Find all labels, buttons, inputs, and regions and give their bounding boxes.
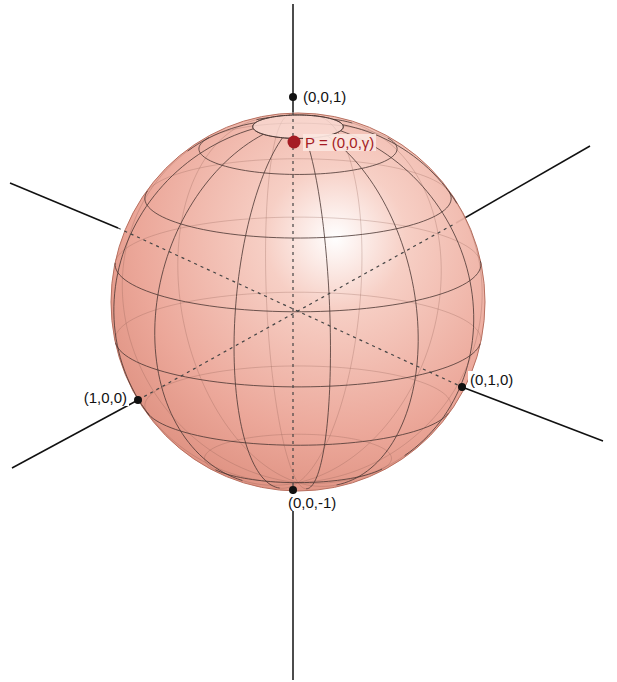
axis-lines xyxy=(10,4,603,680)
point-label: (1,0,0) xyxy=(82,389,129,406)
grid-line-back xyxy=(298,483,306,489)
grid-line xyxy=(341,131,474,456)
point-dot xyxy=(458,383,466,391)
grid-line-back xyxy=(148,159,449,192)
grid-line-back xyxy=(298,483,336,487)
point-p-dot xyxy=(288,136,301,149)
grid-line-back xyxy=(145,366,451,413)
y-axis xyxy=(462,387,603,441)
point-dot xyxy=(289,486,297,494)
point-dot xyxy=(289,93,297,101)
hidden-axes xyxy=(118,112,462,490)
x-axis xyxy=(456,146,590,223)
x-axis-hidden xyxy=(138,223,456,400)
grid-line-back xyxy=(298,116,362,483)
points xyxy=(134,93,466,494)
grid-line xyxy=(114,129,254,415)
point-label: (0,0,-1) xyxy=(286,494,338,511)
grid-line-back xyxy=(116,217,481,261)
grid-line xyxy=(147,412,448,445)
grid-line-back xyxy=(122,147,298,482)
z-axis-hidden xyxy=(292,112,293,490)
point-label: (0,0,1) xyxy=(301,88,348,105)
sphere-grid xyxy=(114,115,482,489)
grid-line-back xyxy=(178,119,298,483)
y-axis xyxy=(10,183,118,228)
grid-line xyxy=(145,191,451,238)
grid-line xyxy=(234,138,282,488)
grid-line xyxy=(188,123,256,151)
sphere xyxy=(111,113,485,491)
grid-line xyxy=(155,134,264,480)
grid-line xyxy=(215,469,382,483)
x-axis xyxy=(12,400,138,468)
point-dot xyxy=(134,396,142,404)
grid-line xyxy=(306,138,331,489)
point-label: (0,1,0) xyxy=(468,371,515,388)
point-p-label: P = (0,0,γ) xyxy=(303,134,376,151)
grid-line-back xyxy=(205,434,392,470)
grid-line-back xyxy=(298,123,441,483)
grid-line-back xyxy=(115,292,481,343)
z-axis xyxy=(292,492,294,680)
grid-line xyxy=(116,343,481,387)
y-axis-hidden xyxy=(118,228,462,387)
grid-line xyxy=(327,136,418,485)
grid-line xyxy=(115,261,481,312)
